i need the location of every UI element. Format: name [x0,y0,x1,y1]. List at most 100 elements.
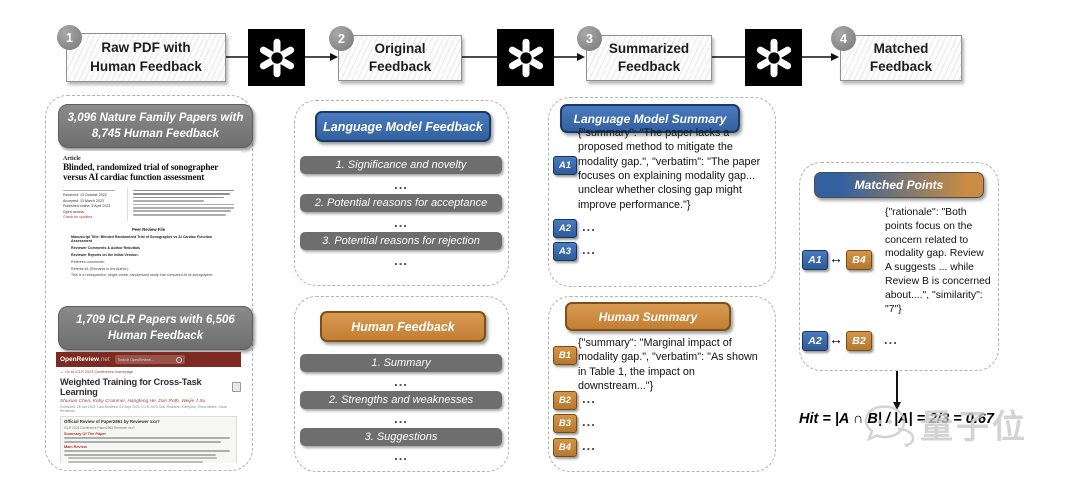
openai-logo-icon [756,38,791,77]
gpt-model-node [497,29,554,86]
pdf-icon [231,381,241,392]
search-placeholder: Search OpenReview... [117,357,154,362]
step-box-summarized-feedback: Summarized Feedback [586,35,712,81]
watermark: 量子位 [860,400,1028,448]
nature-meta-line: Accepted: 13 March 2023 [63,198,104,203]
lm-summary-pill: Language Model Summary [560,104,740,133]
hit-formula: Hit = |A ∩ B| / |A| = 2/3 = 0.67 [799,411,994,427]
matched-badge-a2: A2 [802,331,828,351]
openreview-review-panel: Official Review of Paper2861 by Reviewer… [60,416,237,463]
human-feedback-item: 1. Summary [300,354,502,372]
ellipsis: ... [582,242,596,257]
lm-feedback-pill: Language Model Feedback [315,111,491,142]
arrow-down-icon [892,402,901,410]
review-line: Reviewer Reports on the Initial Version: [71,252,139,257]
review-meta: ICLR 2023 Conference Paper2861 Reviewer … [64,425,135,430]
connector-line [802,56,832,58]
double-arrow-icon: ↔ [829,250,843,266]
nature-article-kicker: Article [63,156,81,162]
openreview-breadcrumb: ← Go to ICLR 2023 Conference homepage [60,369,134,374]
ellipsis: ... [394,448,408,463]
nature-meta-line: Open access [63,209,84,214]
step-label-line2: Feedback [368,59,432,74]
point-badge-a3: A3 [553,242,577,261]
human-feedback-item: 2. Strengths and weaknesses [300,391,502,409]
review-line: Manuscript Title: Blinded Randomized Tri… [71,234,213,243]
chat-bubbles-icon [864,405,915,447]
doi-line-placeholder [63,189,115,192]
review-section-heading: Main Review [64,444,87,449]
double-arrow-icon: ↔ [829,331,843,347]
point-badge-b4: B4 [553,438,577,457]
arrow-right-icon [577,52,585,61]
ellipsis: ... [582,219,596,234]
step-label-line1: Raw PDF with [101,40,191,56]
openreview-paper-title: Weighted Training for Cross-Task Learnin… [60,376,202,397]
point-badge-b3: B3 [553,414,577,433]
connector-line [305,56,331,58]
ellipsis: ... [582,414,596,429]
lm-feedback-item: 1. Significance and novelty [300,156,502,174]
nature-paper-screenshot: Article Blinded, randomized trial of son… [56,151,241,301]
point-badge-a2: A2 [553,219,577,238]
arrow-right-icon [330,52,338,61]
peer-review-file: Peer Review File Manuscript Title: Blind… [63,226,234,281]
point-badge-a1: A1 [553,156,577,175]
step-label-line2: Feedback [869,59,933,74]
matched-json: {"rationale": "Both points focus on the … [885,207,991,315]
openai-logo-icon [508,38,543,77]
step-box-raw-pdf: Raw PDF with Human Feedback [66,33,226,82]
ellipsis: ... [394,215,408,230]
gpt-model-node [248,29,305,86]
connector-line [224,56,248,58]
step-number-2: 2 [329,26,354,51]
human-summary-pill: Human Summary [565,302,731,331]
nature-dataset-badge: 3,096 Nature Family Papers with 8,745 Hu… [58,104,253,148]
connector-line [710,56,745,58]
arrow-right-icon [831,52,839,61]
lm-feedback-item: 3. Potential reasons for rejection [300,232,502,250]
ellipsis: ... [582,391,596,406]
step-box-matched-feedback: Matched Feedback [840,35,962,81]
connector-line-down [896,371,898,402]
step-label-line2: Human Feedback [90,58,202,74]
step-number-1: 1 [57,25,82,50]
lm-summary-json: {"summary": "The paper lacks a proposed … [578,127,761,211]
search-icon [175,356,182,363]
human-feedback-pill: Human Feedback [320,311,486,342]
step-label-line2: Feedback [617,59,681,74]
ellipsis: ... [394,411,408,426]
connector-line [460,56,497,58]
ellipsis: ... [394,253,408,268]
openreview-header-bar: OpenReview.net Search OpenReview... [56,352,241,367]
review-section-heading: Summary Of The Paper [64,431,106,436]
matched-badge-b2: B2 [846,331,872,351]
nature-meta-line: Published online: 5 April 2023 [63,204,111,209]
review-line: This is a retrospective, single-center, … [71,273,213,278]
nature-article-title: Blinded, randomized trial of sonographer… [63,162,218,182]
review-title: Official Review of Paper2861 by Reviewer… [64,419,160,425]
review-line: Referees' comments: [71,259,105,264]
watermark-text: 量子位 [920,408,1028,445]
step-label-line1: Summarized [608,40,690,56]
human-summary-json: {"summary": "Marginal impact of modality… [578,337,758,393]
point-badge-b2: B2 [553,391,577,410]
step-label-line1: Matched [873,40,929,56]
openreview-authors: Shuxiao Chen, Koby Crammer, Hangfeng He,… [60,398,206,404]
connector-line [554,56,578,58]
human-feedback-item: 3. Suggestions [300,428,502,446]
matched-badge-b4: B4 [846,250,872,270]
iclr-dataset-badge: 1,709 ICLR Papers with 6,506 Human Feedb… [58,306,253,350]
nature-meta-line: Received: 13 October 2022 [63,193,107,198]
nature-check-updates: Check for updates [63,215,93,220]
ellipsis: ... [394,177,408,192]
review-line: Referee #1 (Remarks to the Author): [71,266,129,271]
ellipsis: ... [582,438,596,453]
ellipsis: ... [394,374,408,389]
step-box-original-feedback: Original Feedback [338,35,462,81]
review-line: Reviewer Comments & Author Rebuttals [71,245,140,250]
lm-feedback-item: 2. Potential reasons for acceptance [300,194,502,212]
matched-badge-a1: A1 [802,250,828,270]
matched-points-pill: Matched Points [814,172,984,198]
